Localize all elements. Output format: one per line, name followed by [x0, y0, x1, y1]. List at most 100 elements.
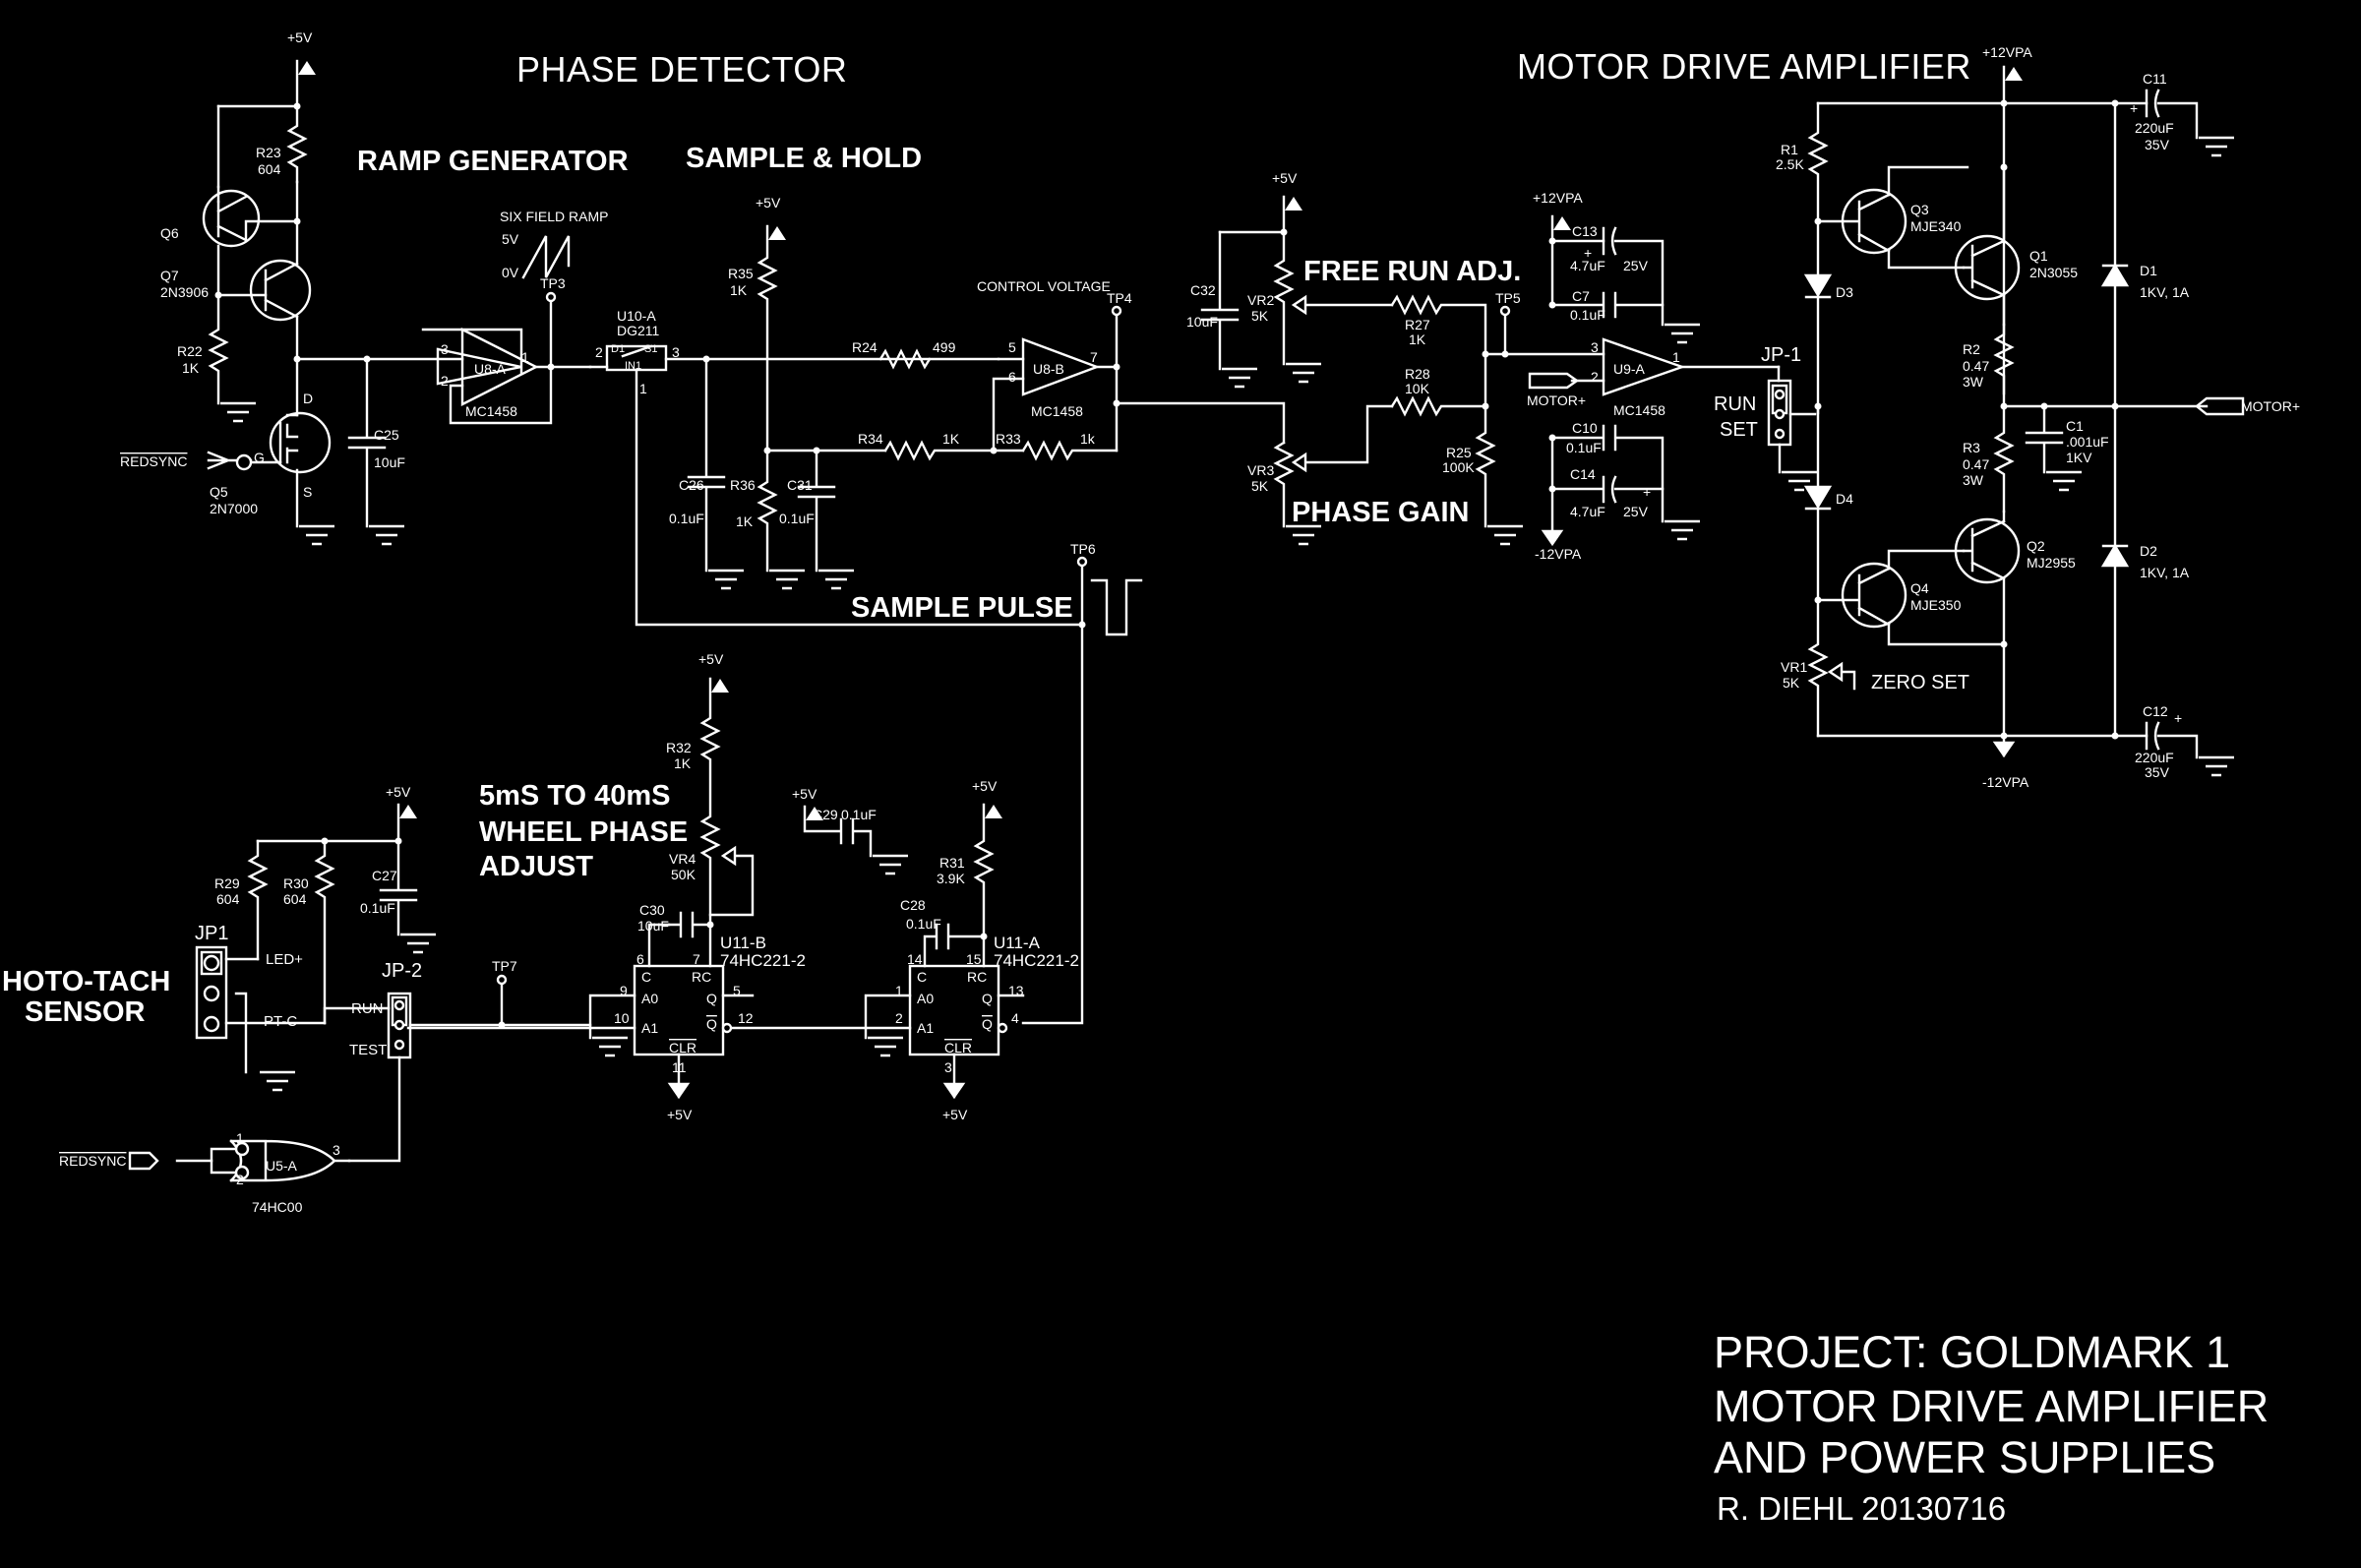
- r2-ref: R2: [1963, 341, 1980, 357]
- u11b-q: Q: [706, 991, 717, 1006]
- u11a-clr: CLR: [944, 1040, 972, 1055]
- free-run-section: +5V VR2 5K C32 10uF R27 1K VR3 5K R28 10…: [1186, 170, 1605, 546]
- tp5-label: TP5: [1495, 290, 1521, 306]
- r27-ref: R27: [1405, 317, 1430, 332]
- title-block-line3: AND POWER SUPPLIES: [1714, 1432, 2215, 1482]
- u9a-value: MC1458: [1613, 402, 1665, 418]
- d2-value: 1KV, 1A: [2140, 565, 2190, 580]
- one-shot-section: +5V R32 1K VR4 50K C30 10uF U11-B 74HC22…: [406, 651, 1079, 1122]
- jp1-ref: JP1: [195, 923, 228, 944]
- tp7-label: TP7: [492, 958, 517, 974]
- photo-tach-label-2: SENSOR: [25, 996, 146, 1028]
- c11-plus: +: [2130, 100, 2138, 116]
- r36-value: 1K: [736, 513, 754, 529]
- r3-value: 0.47: [1963, 456, 1989, 472]
- c30-ref: C30: [639, 902, 665, 918]
- u10a-pin2: 2: [595, 344, 603, 360]
- u5a-value: 74HC00: [252, 1199, 303, 1215]
- u11a-pin15: 15: [966, 951, 982, 967]
- jp1-set-label: SET: [1720, 419, 1758, 441]
- vr4-ref: VR4: [669, 851, 696, 867]
- vr1-value: 5K: [1783, 675, 1800, 691]
- u11b-ref: U11-B: [720, 934, 766, 952]
- c11-value: 220uF: [2135, 120, 2174, 136]
- jp1-ptc: PT-C: [264, 1013, 297, 1030]
- redsync-top-label: REDSYNC: [120, 453, 187, 469]
- q6-transistor: [202, 189, 261, 248]
- c1-ref: C1: [2066, 418, 2084, 434]
- u11b-pin6: 6: [636, 951, 644, 967]
- u11a-value: 74HC221-2: [994, 951, 1079, 970]
- title-block-line1: PROJECT: GOLDMARK 1: [1714, 1327, 2230, 1377]
- u11b-pin5: 5: [733, 983, 741, 998]
- c13-value: 4.7uF: [1570, 258, 1605, 273]
- jp1-run-set-jumper[interactable]: JP-1 RUN SET: [1714, 344, 1819, 492]
- wheel-phase-label-1: 5mS TO 40mS: [479, 780, 671, 812]
- q5-source-pin: S: [303, 484, 312, 500]
- q7-value: 2N3906: [160, 284, 209, 300]
- r23-value: 604: [258, 161, 281, 177]
- sample-pulse-label: SAMPLE PULSE: [851, 592, 1073, 624]
- u11a-pin4: 4: [1011, 1010, 1019, 1026]
- c12-value: 220uF: [2135, 750, 2174, 765]
- r22-ref: R22: [177, 343, 203, 359]
- r29-value: 604: [216, 891, 240, 907]
- tp3-label: TP3: [540, 275, 566, 291]
- ramp-0v-label: 0V: [502, 265, 519, 280]
- c29-ref: C29: [813, 807, 838, 822]
- phase-detector-title: PHASE DETECTOR: [516, 49, 847, 90]
- u8b-pin5: 5: [1008, 339, 1016, 355]
- u11b-pin9: 9: [620, 983, 628, 998]
- r36-ref: R36: [730, 477, 756, 493]
- u9a-pin3: 3: [1591, 339, 1599, 355]
- sample-pulse-net: TP6: [1021, 541, 1143, 1025]
- vr3-value: 5K: [1251, 478, 1269, 494]
- vr2-value: 5K: [1251, 308, 1269, 324]
- rail-p5v-label: +5V: [287, 30, 313, 45]
- mda-rail-top: +12VPA: [1982, 44, 2032, 60]
- c26-value: 0.1uF: [669, 511, 704, 526]
- q4-ref: Q4: [1910, 580, 1929, 596]
- r3-watt: 3W: [1963, 472, 1984, 488]
- u9a-rail-top: +12VPA: [1533, 190, 1583, 206]
- r30-value: 604: [283, 891, 307, 907]
- c10-value: 0.1uF: [1566, 440, 1602, 455]
- u8a-pin1: 1: [521, 349, 529, 365]
- c13-volt: 25V: [1623, 258, 1649, 273]
- c1-volt: 1KV: [2066, 450, 2092, 465]
- c11-volt: 35V: [2145, 137, 2170, 152]
- q6-ref: Q6: [160, 225, 179, 241]
- wheel-phase-label-2: WHEEL PHASE: [479, 816, 688, 848]
- jp1-connector[interactable]: [195, 945, 228, 1040]
- c11-ref: C11: [2143, 71, 2167, 87]
- vr1-ref: VR1: [1781, 659, 1807, 675]
- r35-ref: R35: [728, 266, 754, 281]
- r2-value: 0.47: [1963, 358, 1989, 374]
- u11b-pin10: 10: [614, 1010, 630, 1026]
- u9a-ref: U9-A: [1613, 361, 1646, 377]
- r30-ref: R30: [283, 875, 309, 891]
- u5a-pin3: 3: [333, 1142, 340, 1158]
- tp6-label: TP6: [1070, 541, 1096, 557]
- u8a-pin3: 3: [441, 341, 449, 357]
- c14-plus: +: [1643, 484, 1651, 500]
- u11a-pin3: 3: [944, 1059, 952, 1075]
- c31-value: 0.1uF: [779, 511, 815, 526]
- q7-ref: Q7: [160, 268, 179, 283]
- ramp-generator-label: RAMP GENERATOR: [357, 146, 629, 177]
- u11b-c: C: [641, 969, 651, 985]
- u11b-pin12: 12: [738, 1010, 754, 1026]
- q5-mosfet: [269, 411, 332, 474]
- photo-tach-label-1: HOTO-TACH: [2, 966, 170, 997]
- control-voltage-label: CONTROL VOLTAGE: [977, 278, 1111, 294]
- q7-transistor: [249, 259, 312, 322]
- q5-gate-pin: G: [254, 450, 265, 465]
- r33-value: 1k: [1080, 431, 1096, 447]
- d2-ref: D2: [2140, 543, 2157, 559]
- q3-value: MJE340: [1910, 218, 1962, 234]
- u9a-pin2: 2: [1591, 369, 1599, 385]
- u11a-a1: A1: [917, 1020, 934, 1036]
- u11b-a0: A0: [641, 991, 658, 1006]
- c32-value: 10uF: [1186, 314, 1218, 330]
- u5a-ref: U5-A: [266, 1158, 298, 1174]
